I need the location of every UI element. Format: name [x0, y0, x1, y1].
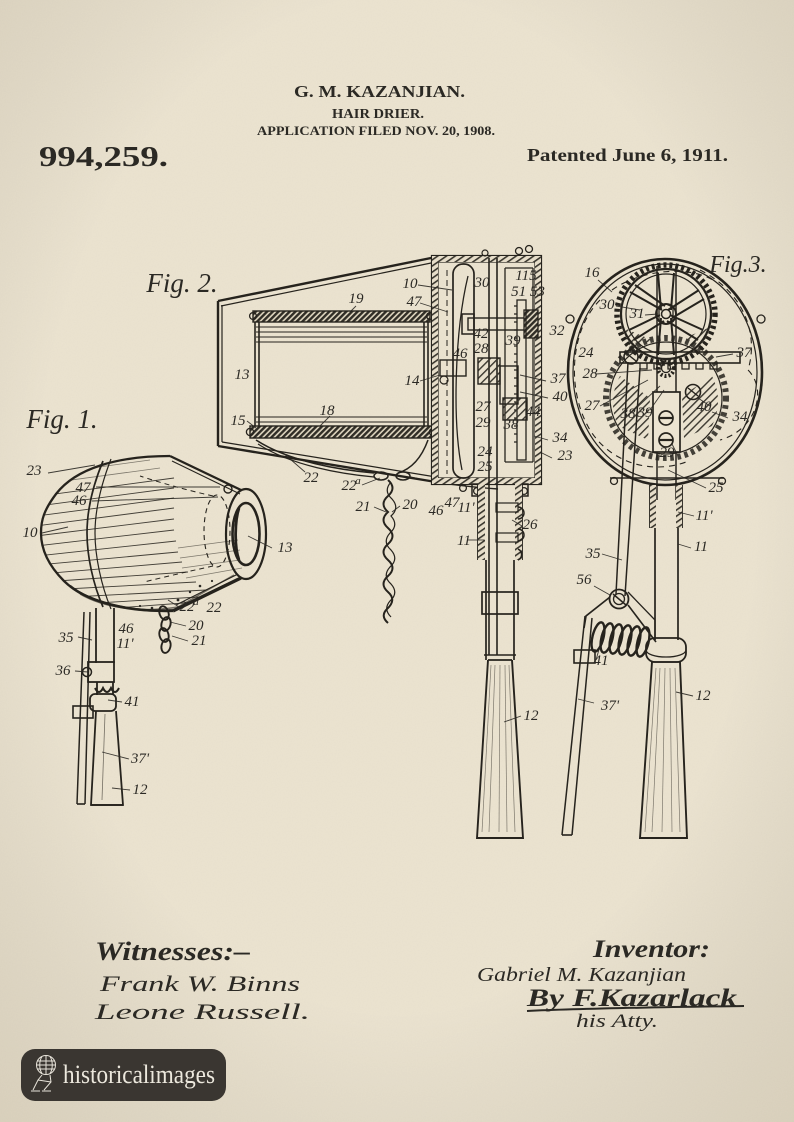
svg-text:56: 56	[577, 572, 593, 588]
svg-text:19: 19	[349, 291, 365, 307]
svg-text:47: 47	[76, 480, 93, 496]
svg-text:22: 22	[342, 478, 358, 494]
svg-text:37: 37	[550, 371, 568, 387]
svg-text:28: 28	[474, 341, 490, 357]
svg-text:24: 24	[579, 345, 595, 361]
svg-text:12: 12	[696, 688, 712, 704]
svg-text:11: 11	[694, 539, 708, 555]
svg-text:11': 11'	[116, 636, 134, 652]
svg-text:16: 16	[585, 265, 601, 281]
svg-text:10: 10	[23, 525, 39, 541]
svg-text:11: 11	[457, 533, 471, 549]
svg-text:Frank W. Binns: Frank W. Binns	[99, 971, 300, 996]
svg-text:23: 23	[27, 463, 42, 479]
svg-text:34: 34	[552, 430, 569, 446]
svg-text:36: 36	[55, 663, 72, 679]
svg-text:25: 25	[478, 459, 494, 475]
svg-text:40: 40	[697, 399, 713, 415]
svg-text:29: 29	[476, 415, 492, 431]
svg-text:26: 26	[523, 517, 539, 533]
svg-text:46: 46	[72, 493, 88, 509]
svg-text:27: 27	[585, 398, 602, 414]
svg-text:Patented June 6, 1911.: Patented June 6, 1911.	[527, 145, 728, 165]
svg-text:40: 40	[553, 389, 569, 405]
svg-text:47: 47	[407, 294, 424, 310]
svg-text:51 53: 51 53	[511, 284, 545, 300]
svg-text:Witnesses:–: Witnesses:–	[95, 937, 250, 966]
svg-text:24: 24	[478, 444, 494, 460]
svg-text:21: 21	[356, 499, 371, 515]
svg-text:32: 32	[549, 323, 566, 339]
svg-text:15: 15	[231, 413, 247, 429]
svg-text:46: 46	[119, 621, 135, 637]
svg-text:39: 39	[505, 333, 522, 349]
svg-text:G. M. KAZANJIAN.: G. M. KAZANJIAN.	[294, 82, 465, 101]
svg-text:Leone Russell.: Leone Russell.	[93, 999, 310, 1024]
svg-text:25: 25	[709, 480, 725, 496]
svg-text:20: 20	[403, 497, 419, 513]
svg-text:30: 30	[599, 297, 616, 313]
svg-text:Gabriel M. Kazanjian: Gabriel M. Kazanjian	[477, 964, 686, 986]
svg-text:20: 20	[189, 618, 205, 634]
svg-text:42: 42	[474, 326, 490, 342]
svg-text:10: 10	[403, 276, 419, 292]
svg-text:41: 41	[125, 694, 140, 710]
svg-text:37': 37'	[130, 751, 150, 767]
svg-text:historicalimages: historicalimages	[63, 1060, 215, 1089]
svg-text:18: 18	[320, 403, 336, 419]
svg-text:22: 22	[207, 600, 223, 616]
svg-text:38: 38	[620, 406, 637, 422]
svg-text:31: 31	[629, 306, 645, 322]
svg-text:13: 13	[278, 540, 293, 556]
svg-text:22: 22	[180, 599, 196, 615]
svg-text:35: 35	[58, 630, 75, 646]
svg-text:Fig.3.: Fig.3.	[708, 252, 766, 278]
svg-text:29: 29	[660, 445, 676, 461]
svg-text:APPLICATION FILED NOV. 20, 190: APPLICATION FILED NOV. 20, 1908.	[257, 124, 495, 138]
svg-text:115: 115	[515, 268, 537, 284]
svg-text:a: a	[193, 596, 199, 608]
svg-text:12: 12	[524, 708, 540, 724]
svg-text:Fig. 2.: Fig. 2.	[145, 268, 217, 298]
svg-text:a: a	[355, 475, 361, 487]
svg-text:39: 39	[637, 405, 654, 421]
svg-text:46: 46	[429, 503, 445, 519]
svg-text:22: 22	[304, 470, 320, 486]
svg-text:37': 37'	[600, 698, 620, 714]
svg-text:34: 34	[732, 409, 749, 425]
svg-text:11': 11'	[457, 500, 475, 516]
svg-text:21: 21	[192, 633, 207, 649]
svg-text:23: 23	[558, 448, 573, 464]
svg-text:30: 30	[474, 275, 491, 291]
svg-text:14: 14	[405, 373, 421, 389]
svg-text:37: 37	[736, 345, 754, 361]
svg-text:41: 41	[594, 653, 609, 669]
svg-text:13: 13	[235, 367, 250, 383]
svg-text:his Atty.: his Atty.	[576, 1011, 658, 1032]
svg-text:28: 28	[583, 366, 599, 382]
svg-text:46: 46	[453, 346, 469, 362]
svg-text:35: 35	[585, 546, 602, 562]
svg-text:44: 44	[526, 404, 542, 420]
svg-text:Fig. 1.: Fig. 1.	[25, 404, 97, 434]
svg-text:11': 11'	[695, 508, 713, 524]
svg-text:27: 27	[476, 399, 493, 415]
svg-text:HAIR DRIER.: HAIR DRIER.	[332, 106, 424, 121]
svg-text:47: 47	[445, 495, 462, 511]
svg-text:38: 38	[503, 417, 520, 433]
svg-text:994,259.: 994,259.	[39, 142, 168, 173]
svg-text:Inventor:: Inventor:	[592, 936, 710, 963]
svg-text:12: 12	[133, 782, 149, 798]
